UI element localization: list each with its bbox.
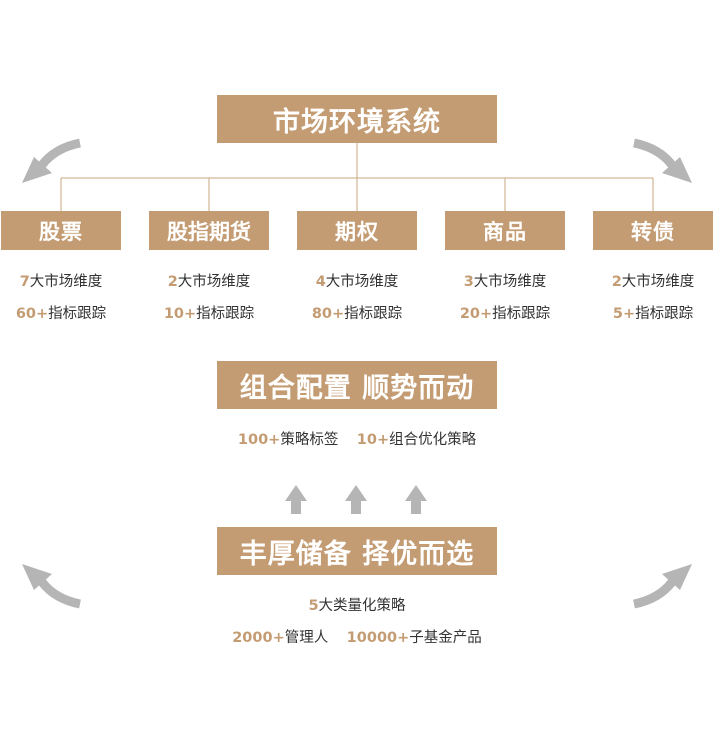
stat-number: 2 (167, 274, 178, 290)
category-convertible-bonds: 转债 (593, 211, 713, 250)
stat-label: 大市场维度 (177, 274, 251, 290)
stat-number: 7 (19, 274, 30, 290)
stat-label: 大市场维度 (29, 274, 103, 290)
reserve-title: 丰厚储备 择优而选 (217, 527, 497, 575)
category-stat-indicators: 20+指标跟踪 (445, 302, 565, 323)
up-arrow-icon (345, 485, 367, 514)
stat-number: 2000+ (232, 630, 285, 646)
stat-label: 大市场维度 (621, 274, 695, 290)
up-arrow-icon (405, 485, 427, 514)
stat-label: 管理人 (284, 630, 329, 646)
stat-number: 60+ (15, 306, 49, 322)
stat-label: 指标跟踪 (344, 306, 403, 322)
stat-label: 指标跟踪 (492, 306, 551, 322)
stat-label: 指标跟踪 (48, 306, 107, 322)
category-stat-dimensions: 2大市场维度 (149, 270, 269, 291)
category-stat-dimensions: 7大市场维度 (1, 270, 121, 291)
curved-arrow-icon (22, 564, 81, 609)
category-stat-indicators: 80+指标跟踪 (297, 302, 417, 323)
category-stat-dimensions: 3大市场维度 (445, 270, 565, 291)
category-stat-indicators: 10+指标跟踪 (149, 302, 269, 323)
stat-number: 80+ (311, 306, 345, 322)
stat-number: 10000+ (346, 630, 410, 646)
category-stat-indicators: 5+指标跟踪 (593, 302, 713, 323)
stat-label: 大市场维度 (473, 274, 547, 290)
stat-label: 策略标签 (280, 432, 339, 448)
curved-arrow-icon (633, 138, 692, 183)
portfolio-config-stats: 100+策略标签 10+组合优化策略 (157, 428, 557, 449)
stat-label: 大类量化策略 (318, 598, 406, 614)
connector-lines (60, 143, 654, 211)
stat-number: 3 (463, 274, 474, 290)
stat-number: 5 (308, 598, 319, 614)
reserve-strategy-count: 5大类量化策略 (157, 594, 557, 615)
reserve-manager-stats: 2000+管理人 10000+子基金产品 (157, 626, 557, 647)
curved-arrow-icon (633, 564, 692, 609)
category-commodities: 商品 (445, 211, 565, 250)
stat-number: 4 (315, 274, 326, 290)
stat-label: 指标跟踪 (196, 306, 255, 322)
portfolio-config-title: 组合配置 顺势而动 (217, 361, 497, 409)
category-stat-dimensions: 2大市场维度 (593, 270, 713, 291)
stat-number: 10+ (163, 306, 197, 322)
stat-label: 组合优化策略 (389, 432, 477, 448)
category-stocks: 股票 (1, 211, 121, 250)
stat-label: 子基金产品 (409, 630, 482, 646)
up-arrow-icon (285, 485, 307, 514)
category-stat-dimensions: 4大市场维度 (297, 270, 417, 291)
stat-number: 100+ (237, 432, 281, 448)
stat-label: 指标跟踪 (635, 306, 694, 322)
market-system-title: 市场环境系统 (217, 95, 497, 143)
category-stat-indicators: 60+指标跟踪 (1, 302, 121, 323)
stat-number: 2 (611, 274, 622, 290)
category-index-futures: 股指期货 (149, 211, 269, 250)
stat-number: 5+ (612, 306, 636, 322)
category-options: 期权 (297, 211, 417, 250)
stat-number: 10+ (356, 432, 390, 448)
curved-arrow-icon (22, 138, 81, 183)
stat-label: 大市场维度 (325, 274, 399, 290)
stat-number: 20+ (459, 306, 493, 322)
